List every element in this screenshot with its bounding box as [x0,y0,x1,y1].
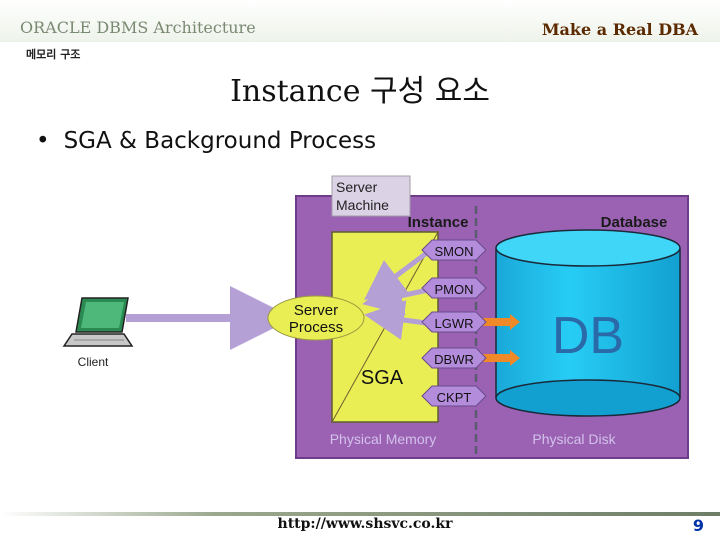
instance-label: Instance [408,214,469,231]
footer-url: http://www.shsvc.co.kr [277,516,453,532]
footer-rule [0,512,720,516]
arrow-lgwr-to-server [364,300,427,340]
header-band [0,0,720,42]
bullet-text: SGA & Background Process [63,128,377,154]
server-process-label-line2: Process [289,319,343,336]
header-course-title: ORACLE DBMS Architecture [20,18,256,37]
process-smon: SMON [421,239,487,261]
bullet-item: • SGA & Background Process [36,128,376,154]
server-machine-label-line2: Machine [336,197,389,213]
arrow-pmon-to-server [362,276,429,316]
sga-label: SGA [361,367,404,389]
process-ckpt-label: CKPT [437,390,472,405]
process-pmon-label: PMON [435,282,474,297]
db-cylinder [495,229,681,417]
process-pmon: PMON [421,277,487,299]
server-process-label-line1: Server [294,302,338,319]
header-tagline: Make a Real DBA [541,20,698,39]
process-dbwr-label: DBWR [434,352,474,367]
client-label: Client [78,355,109,369]
page-number: 9 [692,516,704,535]
process-lgwr-label: LGWR [435,316,474,331]
bullet-dot: • [36,128,50,154]
server-process [267,295,365,341]
slide-title: Instance 구성 요소 [230,74,490,109]
database-label: Database [601,214,668,231]
server-machine-label-box [331,175,411,217]
process-smon-label: SMON [435,244,474,259]
process-ckpt: CKPT [421,385,487,407]
process-dbwr: DBWR [421,347,487,369]
db-label: DB [552,307,624,365]
physical-disk-label: Physical Disk [532,431,616,447]
laptop-icon [62,297,134,347]
process-lgwr: LGWR [421,311,487,333]
server-machine-label-line1: Server [336,179,378,195]
section-label: 메모리 구조 [26,48,81,61]
physical-memory-label: Physical Memory [330,431,437,447]
